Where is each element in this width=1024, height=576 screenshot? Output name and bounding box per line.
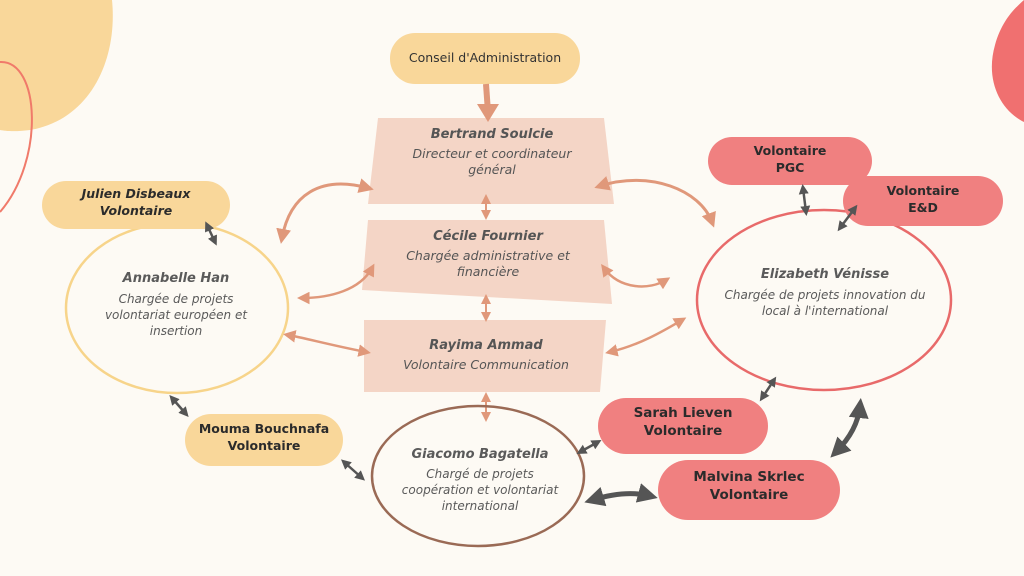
ed-line1: Volontaire — [886, 183, 960, 198]
giacomo-malvina-link — [584, 483, 658, 507]
admin-text: Cécile Fournier Chargée administrative e… — [372, 228, 604, 281]
pgc-line1: Volontaire — [753, 143, 827, 158]
director-name: Bertrand Soulcie — [430, 127, 554, 142]
elizabeth-role: Chargée de projets innovation du local à… — [724, 287, 926, 318]
director-elizabeth-arrow — [594, 176, 716, 228]
communication-text: Rayima Ammad Volontaire Communication — [368, 337, 604, 373]
julien-pill — [42, 181, 230, 229]
malvina-role: Volontaire — [709, 487, 789, 504]
mouma-role: Volontaire — [227, 437, 301, 453]
ed-elizabeth-link — [837, 204, 858, 232]
malvina-text: Malvina Skrlec Volontaire — [658, 468, 840, 504]
board-label: Conseil d'Administration — [408, 50, 562, 65]
communication-name: Rayima Ammad — [429, 338, 543, 353]
malvina-name: Malvina Skrlec — [693, 469, 805, 485]
admin-annabelle-arrow — [297, 263, 375, 305]
sarah-pill — [598, 398, 768, 454]
giacomo-name: Giacomo Bagatella — [411, 447, 549, 462]
malvina-pill — [658, 460, 840, 520]
giacomo-role: Chargé de projets coopération et volonta… — [401, 466, 559, 513]
elizabeth-circle — [695, 208, 953, 392]
sarah-giacomo-link — [576, 440, 602, 454]
mouma-giacomo-link — [341, 459, 365, 481]
mouma-name: Mouma Bouchnafa — [198, 421, 330, 436]
elizabeth-name: Elizabeth Vénisse — [760, 267, 890, 282]
pgc-pill — [708, 137, 872, 185]
annabelle-name: Annabelle Han — [122, 271, 230, 286]
julien-name: Julien Disbeaux — [81, 186, 191, 201]
ed-text: Volontaire E&D — [843, 183, 1003, 217]
julien-text: Julien Disbeaux Volontaire — [42, 186, 230, 220]
board-arrow-head — [477, 104, 499, 122]
admin-name: Cécile Fournier — [433, 229, 543, 244]
sarah-text: Sarah Lieven Volontaire — [598, 404, 768, 440]
annabelle-text: Annabelle Han Chargée de projets volonta… — [86, 270, 266, 339]
julien-annabelle-link — [205, 221, 217, 246]
annabelle-role: Chargée de projets volontariat européen … — [104, 291, 248, 338]
pgc-text: Volontaire PGC — [708, 143, 872, 177]
pgc-elizabeth-link — [798, 184, 811, 216]
elizabeth-text: Elizabeth Vénisse Chargée de projets inn… — [718, 266, 932, 319]
mouma-pill — [185, 414, 343, 466]
director-annabelle-arrow — [276, 178, 374, 244]
director-block — [368, 118, 614, 204]
annabelle-mouma-link — [169, 394, 189, 418]
sarah-role: Volontaire — [643, 423, 723, 440]
decor-blob-top-right — [991, 0, 1024, 122]
pgc-line2: PGC — [775, 159, 805, 175]
ed-line2: E&D — [908, 199, 938, 215]
comm-annabelle-arrow — [283, 330, 371, 357]
sarah-name: Sarah Lieven — [633, 405, 733, 421]
decor-blob-top-left — [0, 0, 113, 132]
elizabeth-sarah-link — [759, 376, 777, 402]
mouma-text: Mouma Bouchnafa Volontaire — [185, 421, 343, 455]
giacomo-text: Giacomo Bagatella Chargé de projets coop… — [382, 446, 578, 514]
admin-block — [362, 220, 612, 304]
comm-elizabeth-arrow — [605, 317, 687, 357]
giacomo-circle — [370, 404, 586, 548]
elizabeth-malvina-link — [830, 398, 869, 458]
communication-role: Volontaire Communication — [403, 356, 569, 372]
ed-pill — [843, 176, 1003, 226]
director-role: Directeur et coordinateur général — [412, 145, 572, 178]
julien-role: Volontaire — [99, 202, 173, 218]
decor-curve-top-left — [0, 60, 33, 213]
communication-block — [364, 320, 606, 392]
board-pill — [390, 33, 580, 84]
admin-elizabeth-arrow — [601, 263, 671, 290]
director-text: Bertrand Soulcie Directeur et coordinate… — [378, 126, 606, 179]
admin-role: Chargée administrative et financière — [406, 247, 570, 280]
